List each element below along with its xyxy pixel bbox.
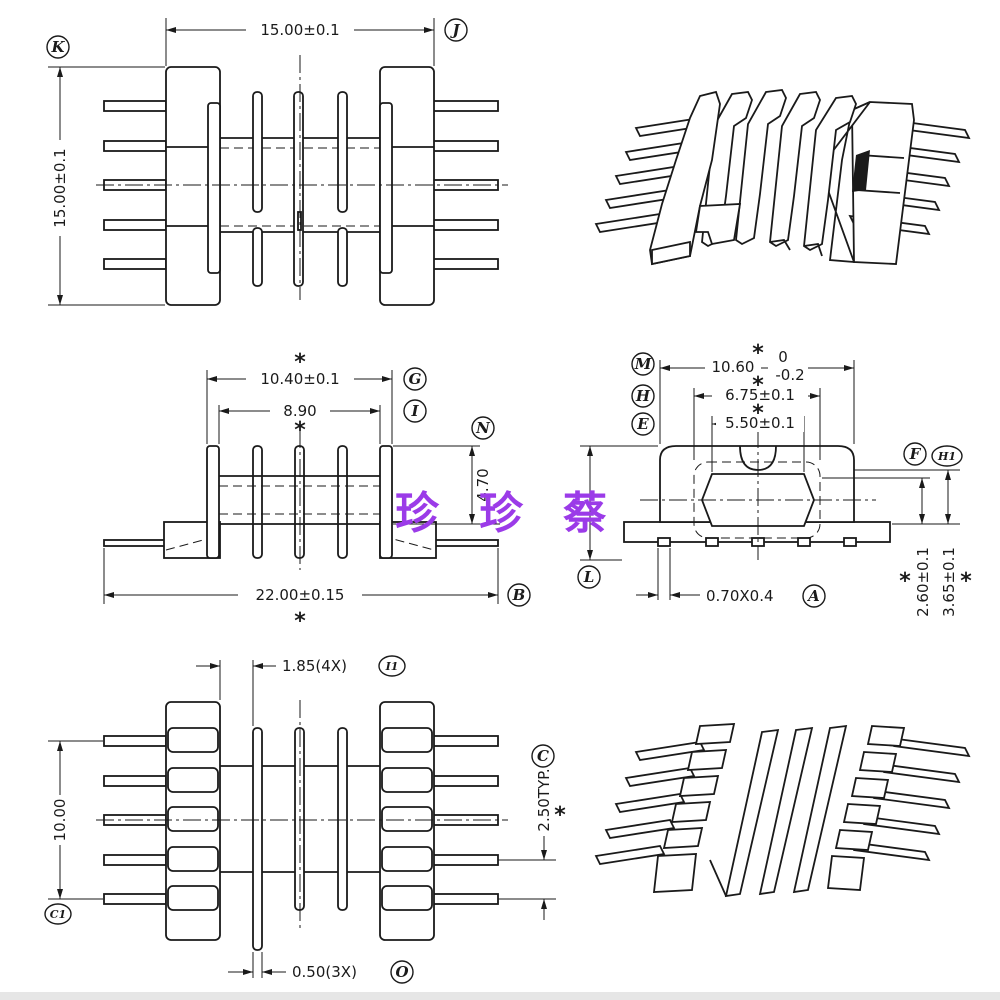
label-c-circle [531, 744, 555, 768]
label-h-circle [631, 384, 655, 408]
dim-end-width: 10.60 [712, 358, 755, 376]
label-n-circle [471, 416, 495, 440]
star-mark-1: * [294, 350, 306, 375]
dim-end-width-tol-lower: -0.2 [775, 366, 804, 384]
dim-inner-width: 8.90 [283, 402, 316, 420]
label-m-circle [631, 352, 655, 376]
isometric-view-bottom [594, 723, 971, 898]
bottom-view: 1.85(4X) I1 10.00 C1 2.50TYP. * C 0.50(3… [44, 655, 566, 984]
end-view: 10.60 0 -0.2 * M 6.75±0.1 * H 5.50±0.1 *… [577, 341, 972, 617]
label-i-circle [403, 399, 427, 423]
label-j: J [449, 21, 460, 39]
label-l: L [583, 568, 595, 586]
star-mark-6: * [752, 401, 764, 426]
dim-height-365: 3.65±0.1 [940, 547, 958, 617]
label-b-circle [507, 583, 531, 607]
label-n: N [475, 419, 491, 437]
dim-height-1000: 10.00 [51, 799, 69, 842]
isometric-view-top [594, 89, 971, 266]
label-c1-circle [44, 903, 72, 925]
label-i1: I1 [385, 660, 399, 673]
star-mark-3: * [294, 609, 306, 634]
star-mark-4: * [752, 341, 764, 366]
label-m: M [634, 355, 652, 373]
label-i: I [410, 402, 419, 420]
label-a: A [806, 587, 820, 605]
top-view: 15.00±0.1 J 15.00±0.1 K [46, 18, 508, 306]
label-h: H [635, 387, 651, 405]
star-mark-2: * [294, 418, 306, 443]
label-b: B [512, 586, 526, 604]
dim-end-550: 5.50±0.1 [725, 414, 795, 432]
label-g-circle [403, 367, 427, 391]
label-e-circle [631, 412, 655, 436]
label-o: O [395, 963, 408, 981]
label-l-circle [577, 565, 601, 589]
label-f-circle [903, 442, 927, 466]
label-e: E [636, 415, 649, 433]
star-mark-7: * [899, 569, 911, 594]
star-mark-8: * [960, 569, 972, 594]
label-g: G [409, 370, 422, 388]
dim-end-width-tol-upper: 0 [778, 348, 788, 366]
label-c1: C1 [50, 908, 66, 921]
label-k: K [50, 38, 65, 56]
dim-flange-width: 10.40±0.1 [260, 370, 339, 388]
star-mark-9: * [554, 803, 566, 828]
label-a-circle [802, 584, 826, 608]
label-f: F [909, 445, 922, 463]
label-h1: H1 [937, 450, 956, 463]
dim-height-260: 2.60±0.1 [914, 547, 932, 617]
label-i1-circle [378, 655, 406, 677]
dim-slot-185: 1.85(4X) [282, 657, 347, 675]
label-o-circle [390, 960, 414, 984]
dim-height-470: 4.70 [474, 468, 492, 501]
dim-pitch-250: 2.50TYP. [535, 768, 553, 831]
side-view: 10.40±0.1 * G 8.90 * I 4.70 N 22.00±0.15… [103, 350, 531, 634]
label-c: C [537, 747, 549, 765]
star-mark-5: * [752, 373, 764, 398]
label-j-circle [444, 18, 468, 42]
dim-overall-length: 22.00±0.15 [256, 586, 345, 604]
dim-wall-050: 0.50(3X) [292, 963, 357, 981]
dim-top-width: 15.00±0.1 [260, 21, 339, 39]
dim-top-height: 15.00±0.1 [51, 148, 69, 227]
label-h1-circle [931, 445, 963, 467]
dim-pin-size: 0.70X0.4 [706, 587, 774, 605]
label-k-circle [46, 35, 70, 59]
dim-end-675: 6.75±0.1 [725, 386, 795, 404]
watermark-text: 珍珍蔡 [395, 488, 647, 539]
